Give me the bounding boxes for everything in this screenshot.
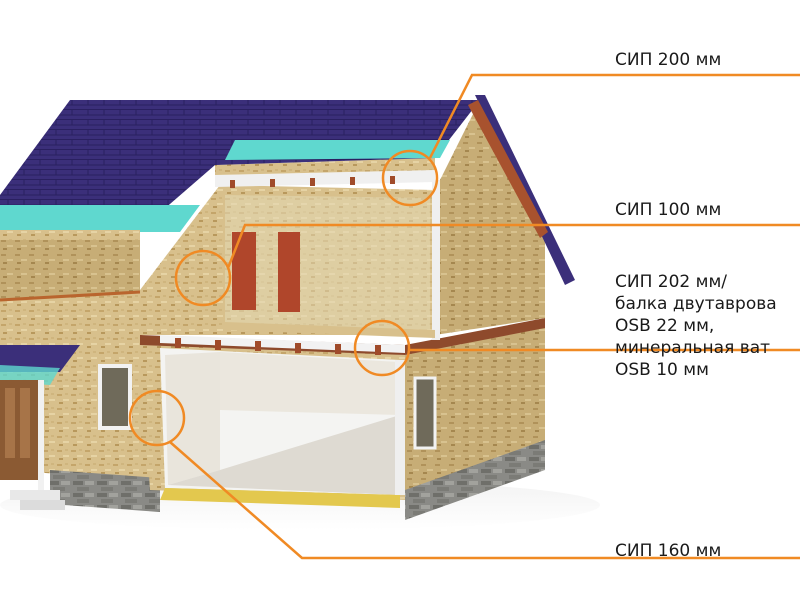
roof (0, 95, 575, 285)
door (278, 232, 300, 312)
label-sip-202-line-4: минеральная ват (615, 338, 771, 358)
label-sip-202-line-5: OSB 10 мм (615, 360, 709, 380)
floor-slab (140, 318, 545, 355)
label-sip-202-line-1: СИП 202 мм/ (615, 272, 728, 292)
leader-line-sip-200 (428, 73, 800, 159)
porch (0, 345, 80, 510)
callout-circle-sip-100 (174, 249, 232, 307)
label-sip-202-line-2: балка двутаврова (615, 294, 777, 314)
label-sip-200: СИП 200 мм (615, 50, 722, 70)
attic-ceiling (215, 158, 435, 188)
callout-circle-sip-200 (381, 149, 439, 207)
leader-line-sip-100 (226, 223, 800, 269)
label-sip-100: СИП 100 мм (615, 200, 722, 220)
window (413, 376, 437, 450)
window (98, 364, 132, 430)
callouts (128, 73, 800, 560)
label-sip-160: СИП 160 мм (615, 541, 722, 561)
leader-line-sip-160 (169, 441, 800, 560)
callout-circle-sip-202 (353, 319, 411, 377)
label-sip-202-line-3: OSB 22 мм, (615, 316, 715, 336)
label-sip-202: СИП 202 мм/ балка двутаврова OSB 22 мм, … (615, 271, 777, 381)
door (232, 232, 256, 310)
house-left-wing (0, 225, 160, 512)
ground-floor-cutaway (160, 348, 405, 508)
house-upper-walls (140, 110, 545, 340)
callout-circle-sip-160 (128, 389, 186, 447)
